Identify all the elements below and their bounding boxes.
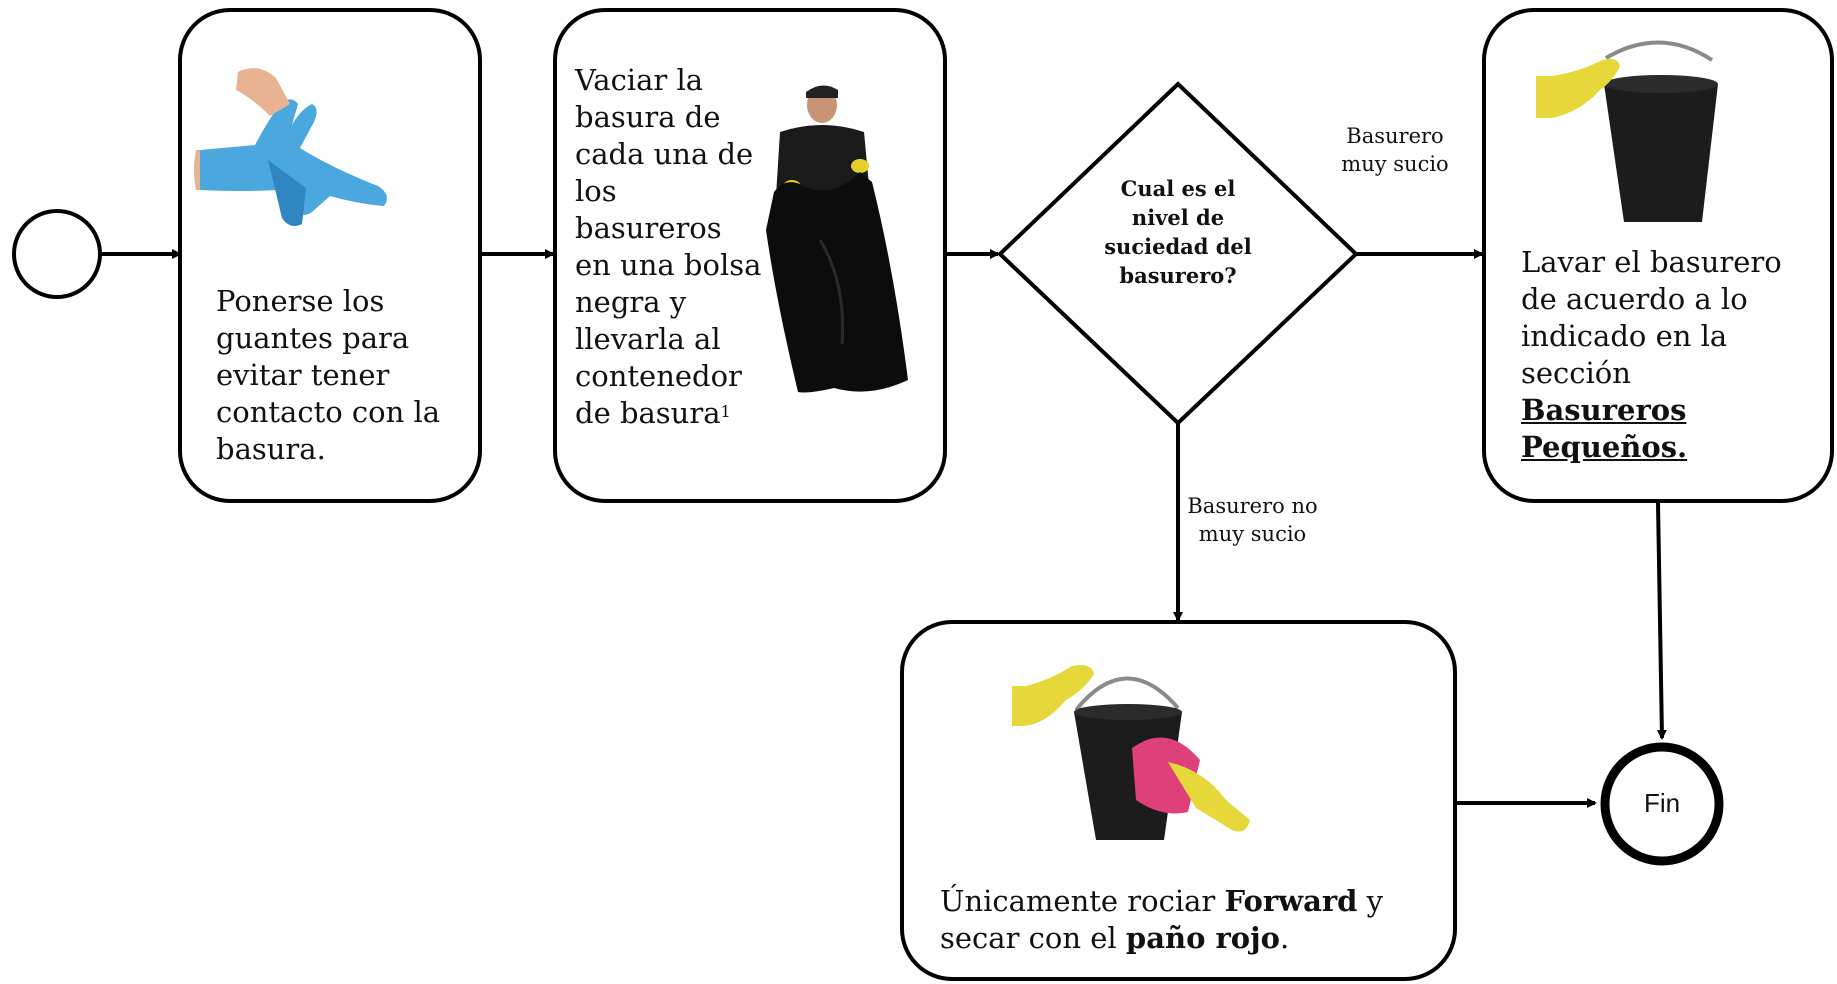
worker-with-trash-bag-icon bbox=[766, 85, 908, 393]
step-wash-text: Lavar el basurero de acuerdo a lo indica… bbox=[1521, 244, 1811, 466]
task-box-wash[interactable] bbox=[1482, 8, 1834, 503]
step-wash-label: Lavar el basurero de acuerdo a lo indica… bbox=[1521, 245, 1782, 390]
step-empty-text: Vaciar la basura de cada una de los basu… bbox=[575, 62, 763, 432]
step-spray-post: . bbox=[1279, 921, 1290, 955]
edge-wash-to-end bbox=[1656, 502, 1667, 740]
gloved-hand-holding-bucket-icon bbox=[1536, 40, 1718, 222]
end-label: Fin bbox=[1643, 788, 1681, 818]
basureros-pequenos-link[interactable]: Basureros Pequeños. bbox=[1521, 393, 1688, 464]
edge-label-not-very-dirty: Basurero no muy sucio bbox=[1187, 494, 1318, 546]
step-spray-mid: y secar con el bbox=[940, 884, 1384, 955]
edge-label-very-dirty: Basurero muy sucio bbox=[1341, 124, 1449, 176]
end-event[interactable] bbox=[1600, 742, 1724, 866]
product-forward: Forward bbox=[1224, 884, 1358, 918]
decision-gateway[interactable] bbox=[997, 81, 1359, 426]
start-event[interactable] bbox=[12, 209, 102, 299]
footnote-marker: 1 bbox=[720, 402, 731, 421]
cloth-pano-rojo: paño rojo bbox=[1125, 921, 1280, 955]
bucket-with-cloth-icon bbox=[1012, 665, 1250, 840]
gloved-hands-icon bbox=[194, 68, 387, 226]
decision-text: Cual es el nivel de suciedad del basurer… bbox=[1104, 176, 1252, 288]
step-spray-text: Únicamente rociar Forward y secar con el… bbox=[940, 883, 1440, 957]
step-spray-pre: Únicamente rociar bbox=[940, 884, 1225, 918]
task-box-gloves[interactable] bbox=[178, 8, 482, 503]
step-gloves-text: Ponerse los guantes para evitar tener co… bbox=[216, 284, 441, 466]
step-empty-label: Vaciar la basura de cada una de los basu… bbox=[575, 63, 762, 430]
